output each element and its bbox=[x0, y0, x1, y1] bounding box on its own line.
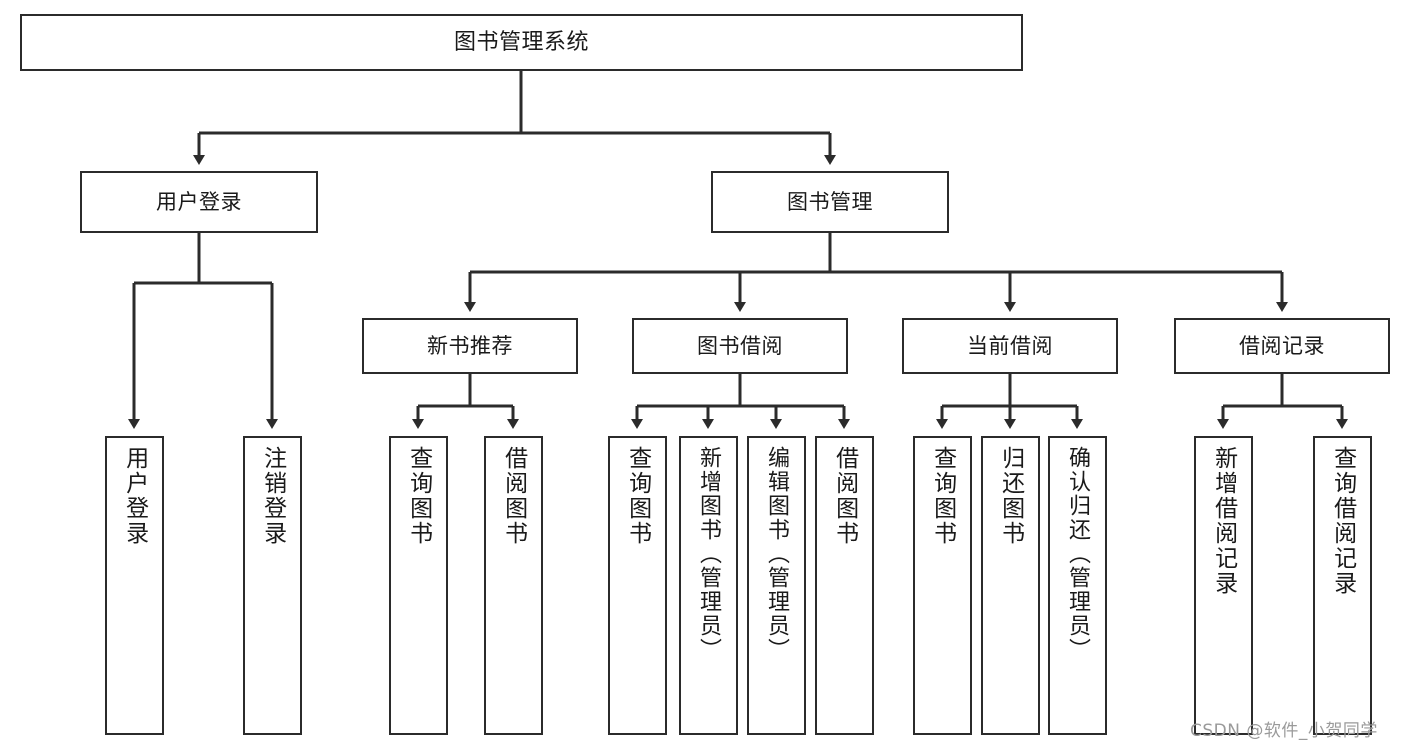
node-label: 确认归还（管理员） bbox=[1065, 446, 1091, 662]
node-leaf-confirm-return[interactable]: 确认归还（管理员） bbox=[1048, 436, 1107, 735]
node-leaf-user-logout[interactable]: 注销登录 bbox=[243, 436, 302, 735]
node-leaf-borrow-book-1[interactable]: 借阅图书 bbox=[484, 436, 543, 735]
node-label: 查询图书 bbox=[624, 446, 651, 546]
node-borrow-record[interactable]: 借阅记录 bbox=[1174, 318, 1390, 374]
node-label: 查询图书 bbox=[405, 446, 432, 546]
node-leaf-query-book-1[interactable]: 查询图书 bbox=[389, 436, 448, 735]
node-label: 新书推荐 bbox=[427, 333, 513, 358]
node-label: 编辑图书（管理员） bbox=[764, 446, 790, 662]
node-label: 借阅图书 bbox=[500, 446, 527, 546]
node-user-login[interactable]: 用户登录 bbox=[80, 171, 318, 233]
node-current-borrow[interactable]: 当前借阅 bbox=[902, 318, 1118, 374]
node-leaf-query-book-2[interactable]: 查询图书 bbox=[608, 436, 667, 735]
node-label: 新增借阅记录 bbox=[1210, 446, 1237, 596]
node-label: 当前借阅 bbox=[967, 333, 1053, 358]
node-leaf-add-record[interactable]: 新增借阅记录 bbox=[1194, 436, 1253, 735]
node-root-system[interactable]: 图书管理系统 bbox=[20, 14, 1023, 71]
node-label: 查询图书 bbox=[929, 446, 956, 546]
node-leaf-borrow-book-2[interactable]: 借阅图书 bbox=[815, 436, 874, 735]
node-label: 借阅图书 bbox=[831, 446, 858, 546]
node-label: 新增图书（管理员） bbox=[696, 446, 722, 662]
node-book-borrow[interactable]: 图书借阅 bbox=[632, 318, 848, 374]
node-label: 用户登录 bbox=[121, 446, 148, 546]
node-label: 用户登录 bbox=[156, 189, 242, 214]
node-leaf-edit-book[interactable]: 编辑图书（管理员） bbox=[747, 436, 806, 735]
node-label: 注销登录 bbox=[259, 446, 286, 546]
node-leaf-query-record[interactable]: 查询借阅记录 bbox=[1313, 436, 1372, 735]
node-leaf-user-login[interactable]: 用户登录 bbox=[105, 436, 164, 735]
node-label: 图书管理系统 bbox=[453, 29, 589, 55]
node-new-book-rec[interactable]: 新书推荐 bbox=[362, 318, 578, 374]
node-label: 图书借阅 bbox=[697, 333, 783, 358]
node-label: 借阅记录 bbox=[1239, 333, 1325, 358]
node-label: 查询借阅记录 bbox=[1329, 446, 1356, 596]
node-label: 图书管理 bbox=[787, 189, 873, 214]
node-leaf-query-book-3[interactable]: 查询图书 bbox=[913, 436, 972, 735]
node-book-manage[interactable]: 图书管理 bbox=[711, 171, 949, 233]
node-label: 归还图书 bbox=[997, 446, 1024, 546]
node-leaf-add-book[interactable]: 新增图书（管理员） bbox=[679, 436, 738, 735]
csdn-watermark: CSDN @软件_小贺同学 bbox=[1190, 721, 1378, 741]
node-leaf-return-book[interactable]: 归还图书 bbox=[981, 436, 1040, 735]
